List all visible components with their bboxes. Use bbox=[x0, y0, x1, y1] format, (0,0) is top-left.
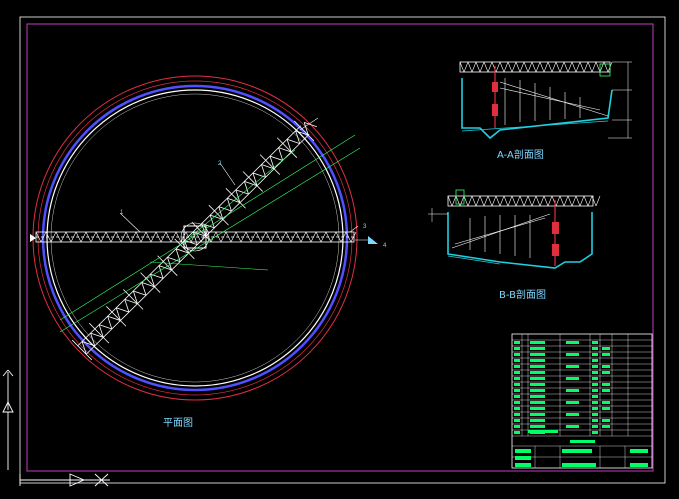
ucs-icon bbox=[2, 369, 110, 487]
center-column bbox=[183, 225, 207, 249]
horizontal-truss bbox=[35, 231, 355, 243]
callout-4: 4 bbox=[383, 243, 387, 249]
title-block bbox=[511, 333, 653, 469]
plan-view: 1 2 3 4 bbox=[30, 75, 387, 401]
section-b-view bbox=[428, 189, 601, 269]
callout-3: 3 bbox=[363, 224, 367, 230]
drawing-frame bbox=[26, 23, 654, 472]
callout-1: 1 bbox=[120, 210, 124, 216]
section-a-view bbox=[459, 61, 632, 140]
plan-title: 平面图 bbox=[163, 417, 193, 429]
outer-sheet-border bbox=[19, 16, 666, 484]
section-b-title: B-B剖面图 bbox=[499, 288, 546, 301]
section-a-title: A-A剖面图 bbox=[497, 148, 544, 161]
callout-2: 2 bbox=[218, 161, 222, 167]
